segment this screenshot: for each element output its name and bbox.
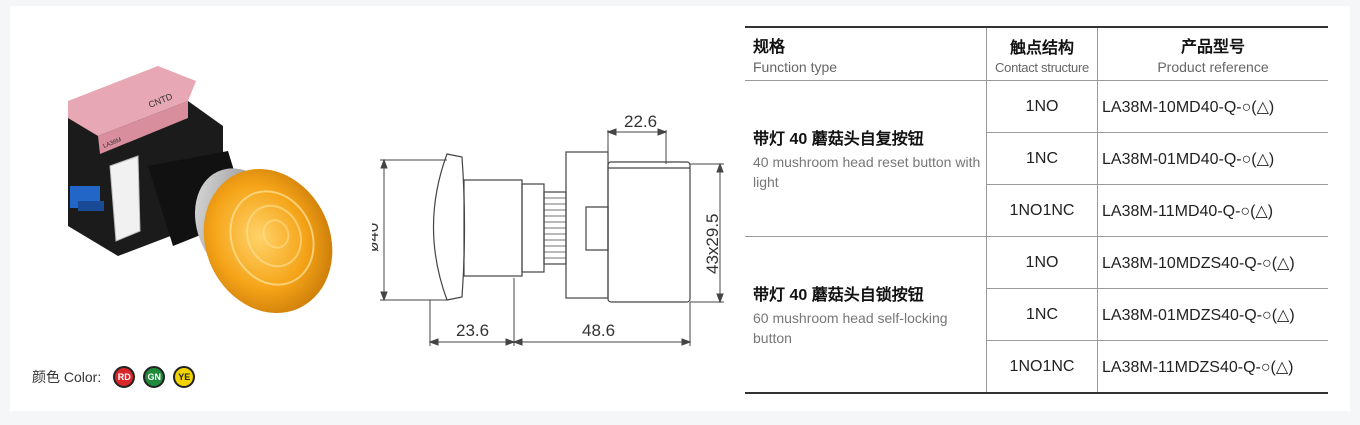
reference-cell: LA38M-01MD40-Q-○(△) (1097, 132, 1328, 185)
contact-cell: 1NO1NC (986, 184, 1098, 237)
color-swatch-yellow: YE (173, 366, 196, 388)
drawing-nut (463, 179, 523, 277)
reference-cell: LA38M-01MDZS40-Q-○(△) (1097, 288, 1328, 341)
contact-cell: 1NC (986, 132, 1098, 185)
table-row: 带灯 40 蘑菇头自复按钮 40 mushroom head reset but… (745, 80, 1328, 237)
color-swatch-green: GN (143, 366, 166, 388)
table-header-row: 规格 Function type 触点结构 Contact structure … (745, 26, 1328, 81)
spec-table: 规格 Function type 触点结构 Contact structure … (745, 26, 1328, 394)
function-type-self-locking: 带灯 40 蘑菇头自锁按钮 60 mushroom head self-lock… (745, 236, 987, 394)
color-legend: 颜色 Color: RD GN YE (32, 366, 196, 388)
reference-cell: LA38M-10MD40-Q-○(△) (1097, 80, 1328, 133)
table-row: 1NC LA38M-01MDZS40-Q-○(△) (745, 288, 1328, 341)
header-contact-structure: 触点结构 Contact structure (986, 26, 1098, 81)
color-label: 颜色 Color: (32, 369, 102, 385)
contact-cell: 1NO1NC (986, 340, 1098, 394)
reference-cell: LA38M-11MD40-Q-○(△) (1097, 184, 1328, 237)
contact-cell: 1NO (986, 236, 1098, 289)
dim-top: 22.6 (624, 112, 657, 131)
dim-bottom-left: 23.6 (456, 321, 489, 340)
table-row: 带灯 40 蘑菇头自锁按钮 60 mushroom head self-lock… (745, 236, 1328, 394)
header-product-reference: 产品型号 Product reference (1097, 26, 1328, 81)
dim-diameter: ø40 (372, 223, 382, 252)
drawing-mushroom-head (432, 153, 466, 301)
contact-cell: 1NO (986, 80, 1098, 133)
product-photo: CNTD LA38M (68, 66, 333, 314)
function-type-reset: 带灯 40 蘑菇头自复按钮 40 mushroom head reset but… (745, 80, 987, 237)
reference-cell: LA38M-10MDZS40-Q-○(△) (1097, 236, 1328, 289)
dim-bottom-right: 48.6 (582, 321, 615, 340)
header-function-type: 规格 Function type (745, 26, 987, 81)
table-row: 1NO1NC LA38M-11MD40-Q-○(△) (745, 184, 1328, 237)
drawing-base-block (565, 151, 609, 299)
contact-cell: 1NC (986, 288, 1098, 341)
product-spec-sheet: CNTD LA38M 颜色 Color: RD GN YE (10, 6, 1350, 411)
table-row: 1NO1NC LA38M-11MDZS40-Q-○(△) (745, 340, 1328, 394)
reference-cell: LA38M-11MDZS40-Q-○(△) (1097, 340, 1328, 394)
dim-side: 43x29.5 (703, 214, 722, 275)
color-swatch-red: RD (113, 366, 136, 388)
dimension-drawing: 22.6 ø40 43x29.5 23.6 48.6 (372, 112, 724, 346)
